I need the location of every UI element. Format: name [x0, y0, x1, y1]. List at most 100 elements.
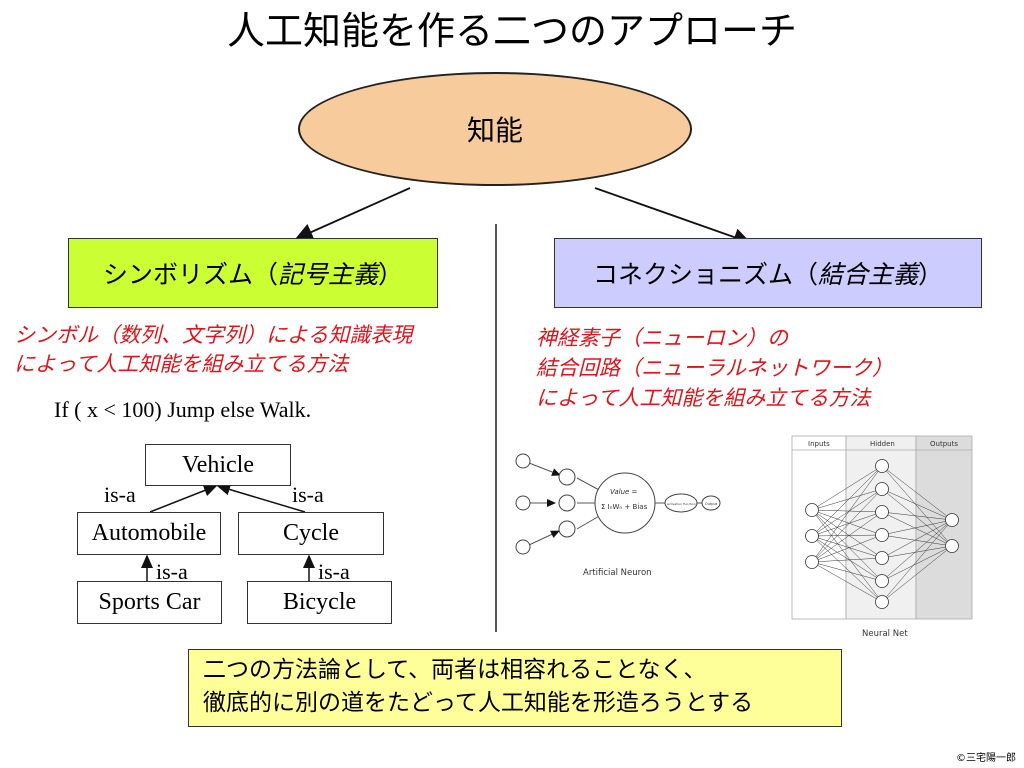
- edge-cycle-vehicle: [216, 483, 306, 513]
- net-nodes: [805, 459, 959, 609]
- artificial-neuron-diagram: Value = Σ IₙWₙ + Bias Activation Functio…: [515, 453, 721, 578]
- neuron-caption: Artificial Neuron: [583, 568, 652, 578]
- arrow-to-connectionism: [594, 187, 752, 246]
- connectionism-desc-line: によって人工知能を組み立てる方法: [536, 386, 871, 410]
- input-neuron: [515, 495, 531, 511]
- node-vehicle: Vehicle: [145, 444, 291, 486]
- net-edge: [881, 519, 953, 559]
- net-edge: [881, 545, 953, 582]
- connectionism-label-close: ）: [918, 260, 944, 289]
- net-edge: [811, 561, 883, 582]
- net-hidden-node: [875, 482, 889, 496]
- connectionism-description: 神経素子（ニューロン）の 結合回路（ニューラルネットワーク） によって人工知能を…: [536, 323, 893, 413]
- input-neuron: [515, 453, 531, 469]
- column-divider: [495, 224, 497, 632]
- edge-automobile-vehicle: [149, 484, 218, 513]
- copyright-notice: ©三宅陽一郎: [956, 753, 1016, 764]
- net-edge: [811, 534, 883, 563]
- neural-net-diagram: Inputs Hidden Outputs Neural Net: [791, 435, 973, 639]
- neuron-body: [594, 472, 656, 534]
- relation-label: is-a: [104, 482, 136, 507]
- net-edge: [881, 465, 953, 547]
- net-edge: [881, 545, 953, 603]
- net-input-node: [805, 555, 819, 569]
- net-edge: [811, 509, 883, 603]
- net-edge: [811, 535, 883, 582]
- net-edge: [811, 557, 883, 563]
- net-edge: [811, 535, 883, 603]
- net-hidden-node: [875, 551, 889, 565]
- symbolism-box: シンボリズム（記号主義）: [68, 238, 438, 308]
- relation-label: is-a: [292, 482, 324, 507]
- relation-label: is-a: [156, 559, 188, 584]
- net-edge: [811, 509, 883, 536]
- net-edge: [811, 509, 883, 513]
- node-sports-car: Sports Car: [77, 581, 222, 624]
- net-input-node: [805, 529, 819, 543]
- net-edge: [811, 465, 883, 563]
- connectionism-desc-line: 神経素子（ニューロン）の: [536, 326, 788, 350]
- connectionism-label-em: 結合主義: [817, 260, 918, 289]
- net-col-outputs: Outputs: [930, 440, 958, 448]
- net-edge: [811, 488, 883, 537]
- net-col-inputs: Inputs: [808, 440, 830, 448]
- symbolism-label-em: 記号主義: [277, 260, 378, 289]
- neuron-output: Output: [705, 502, 718, 506]
- weight-node: [558, 494, 576, 512]
- node-automobile: Automobile: [77, 512, 221, 555]
- net-edge: [811, 465, 883, 537]
- net-edge: [811, 509, 883, 582]
- summary-box: 二つの方法論として、両者は相容れることなく、 徹底的に別の道をたどって人工知能を…: [188, 649, 842, 727]
- net-output-node: [945, 513, 959, 527]
- net-hidden-node: [875, 528, 889, 542]
- node-bicycle: Bicycle: [247, 581, 392, 624]
- net-edge: [881, 519, 953, 603]
- neuron-activation: Activation Function: [667, 502, 696, 506]
- connectionism-desc-line: 結合回路（ニューラルネットワーク）: [536, 356, 893, 380]
- net-edge: [881, 534, 953, 547]
- activation-node: [664, 493, 698, 513]
- summary-line: 二つの方法論として、両者は相容れることなく、: [203, 657, 707, 683]
- net-hidden-node: [875, 574, 889, 588]
- relation-label: is-a: [318, 559, 350, 584]
- net-edges: [811, 465, 953, 603]
- symbolism-description: シンボル（数列、文字列）による知識表現 によって人工知能を組み立てる方法: [14, 321, 412, 379]
- page-title: 人工知能を作る二つのアプローチ: [226, 9, 797, 53]
- neuron-formula: Σ IₙWₙ + Bias: [601, 503, 648, 511]
- connectionism-label: コネクショニズム（: [592, 260, 818, 289]
- node-cycle: Cycle: [238, 512, 384, 555]
- net-edge: [811, 509, 883, 559]
- symbolism-desc-line: シンボル（数列、文字列）による知識表現: [14, 323, 413, 347]
- summary-line: 徹底的に別の道をたどって人工知能を形造ろうとする: [203, 690, 754, 716]
- intelligence-ellipse: 知能: [298, 72, 692, 186]
- net-edge: [811, 511, 883, 537]
- net-edge: [811, 488, 883, 511]
- net-hidden-node: [875, 459, 889, 473]
- net-edge: [881, 511, 953, 547]
- rule-example: If ( x < 100) Jump else Walk.: [54, 397, 312, 422]
- net-edge: [881, 488, 953, 521]
- weight-node: [558, 520, 576, 538]
- net-caption: Neural Net: [862, 629, 908, 639]
- symbolism-label: シンボリズム（: [102, 260, 278, 289]
- neuron-value-label: Value =: [610, 488, 638, 496]
- net-edge: [811, 511, 883, 563]
- net-edge: [881, 488, 953, 547]
- symbolism-desc-line: によって人工知能を組み立てる方法: [14, 352, 349, 376]
- net-edge: [881, 465, 953, 521]
- net-edge: [881, 519, 953, 536]
- isa-edges: [141, 483, 315, 581]
- net-edge: [811, 488, 883, 563]
- net-hidden-node: [875, 595, 889, 609]
- net-edge: [881, 519, 953, 582]
- input-neuron: [515, 539, 531, 555]
- intelligence-label: 知能: [466, 114, 523, 147]
- net-edge: [811, 561, 883, 603]
- weight-node: [558, 468, 576, 486]
- arrow-to-symbolism: [294, 187, 411, 241]
- net-edge: [811, 534, 883, 537]
- net-edge: [881, 511, 953, 521]
- connectionism-box: コネクショニズム（結合主義）: [554, 238, 982, 308]
- output-node: [701, 495, 721, 511]
